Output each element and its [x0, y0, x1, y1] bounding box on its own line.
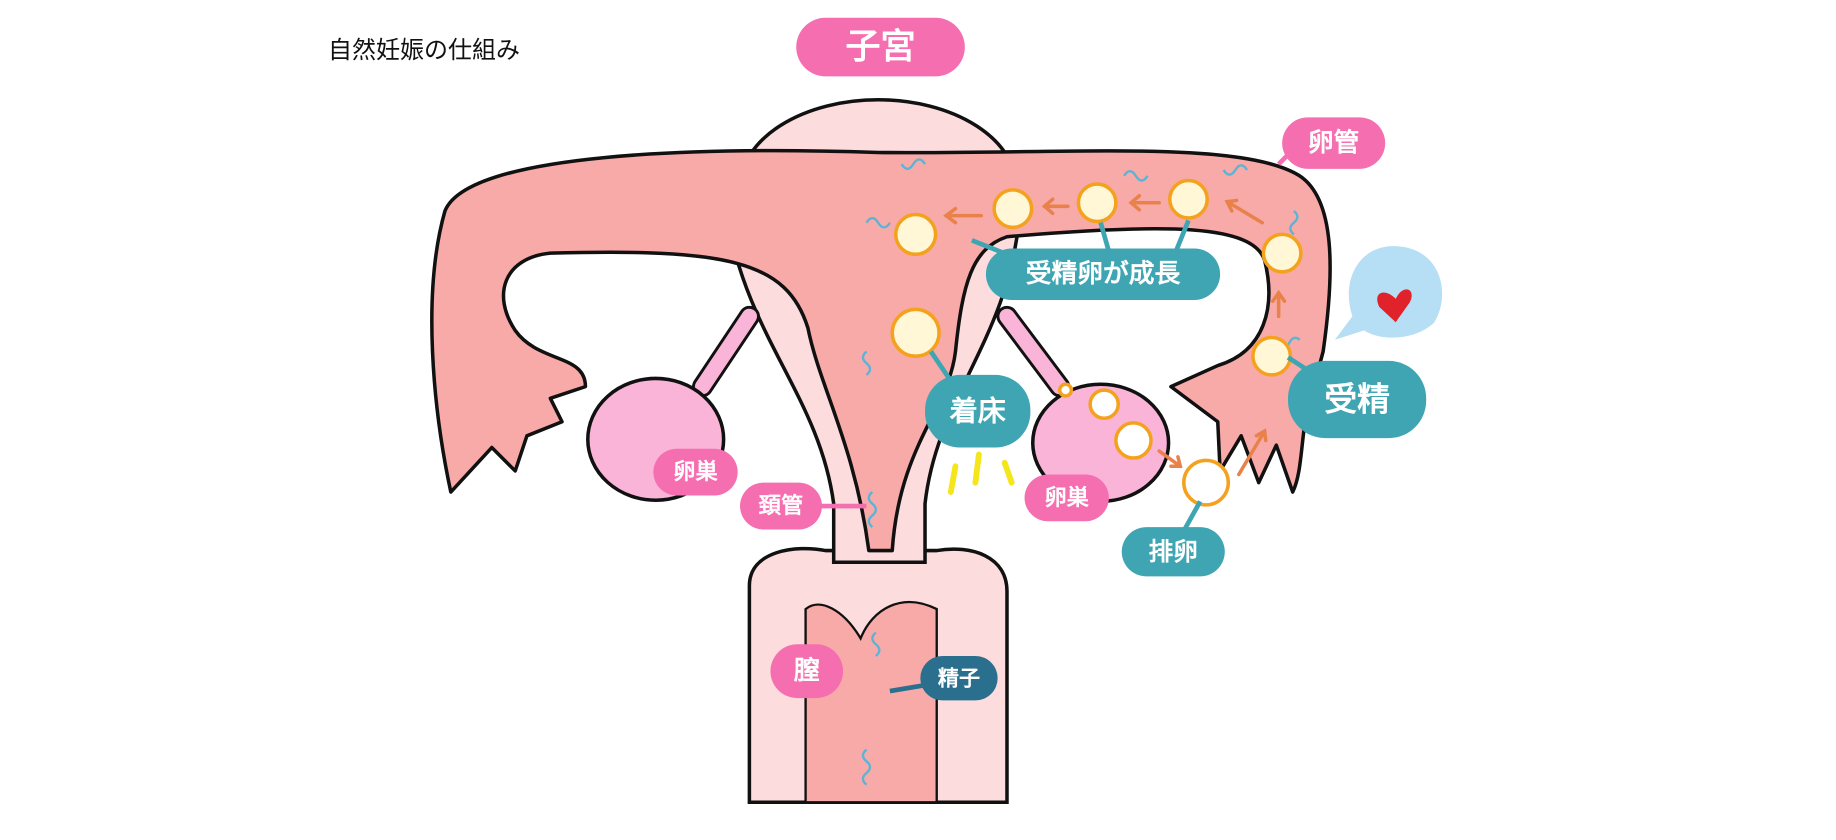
blastocyst: [890, 307, 941, 358]
label-ovary-left: 卵巣: [653, 448, 738, 496]
label-ovary-right: 卵巣: [1024, 474, 1109, 522]
label-vagina: 膣: [770, 644, 844, 699]
svg-text:着床: 着床: [949, 395, 1007, 428]
embryo: [1167, 178, 1209, 220]
embryo: [893, 212, 938, 257]
ovulated-egg: [1182, 458, 1231, 507]
label-cervix: 頚管: [740, 482, 822, 530]
uterus-and-tubes: [430, 148, 1332, 553]
implantation-rays: [947, 451, 1015, 495]
svg-text:卵巣: 卵巣: [1044, 484, 1089, 511]
sperm-group: [861, 158, 1301, 786]
ovary-ligament-right-fill: [999, 308, 1068, 395]
heart-bubble: [1334, 246, 1443, 340]
label-fallopian-tube: 卵管: [1282, 117, 1386, 169]
label-fertilization: 受精: [1288, 360, 1427, 439]
svg-text:子宮: 子宮: [845, 27, 915, 68]
label-uterus: 子宮: [796, 17, 965, 77]
heart-icon: [1377, 289, 1412, 323]
follicle: [1088, 388, 1120, 420]
svg-text:膣: 膣: [793, 655, 820, 686]
svg-text:排卵: 排卵: [1149, 537, 1198, 566]
diagram-title: 自然妊娠の仕組み: [328, 36, 520, 64]
svg-text:精子: 精子: [938, 666, 980, 691]
embryo: [992, 188, 1034, 230]
follicle: [1057, 382, 1074, 398]
direction-arrows: [943, 194, 1287, 477]
svg-text:卵巣: 卵巣: [673, 458, 718, 485]
label-implantation: 着床: [925, 374, 1031, 448]
label-embryo-growth: 受精卵が成長: [985, 248, 1221, 300]
svg-text:受精: 受精: [1324, 381, 1390, 419]
fertilized-egg: [1251, 335, 1293, 377]
svg-text:卵管: 卵管: [1308, 128, 1359, 158]
embryo: [1076, 182, 1118, 224]
svg-text:頚管: 頚管: [758, 492, 803, 519]
label-sperm: 精子: [920, 655, 998, 701]
zygote: [1261, 232, 1303, 274]
svg-text:受精卵が成長: 受精卵が成長: [1026, 258, 1181, 289]
follicle: [1114, 421, 1153, 460]
vagina-inner: [804, 600, 938, 804]
label-ovulation: 排卵: [1121, 527, 1225, 577]
eggs: [890, 178, 1303, 507]
ovary-ligament-left-fill: [694, 308, 757, 395]
